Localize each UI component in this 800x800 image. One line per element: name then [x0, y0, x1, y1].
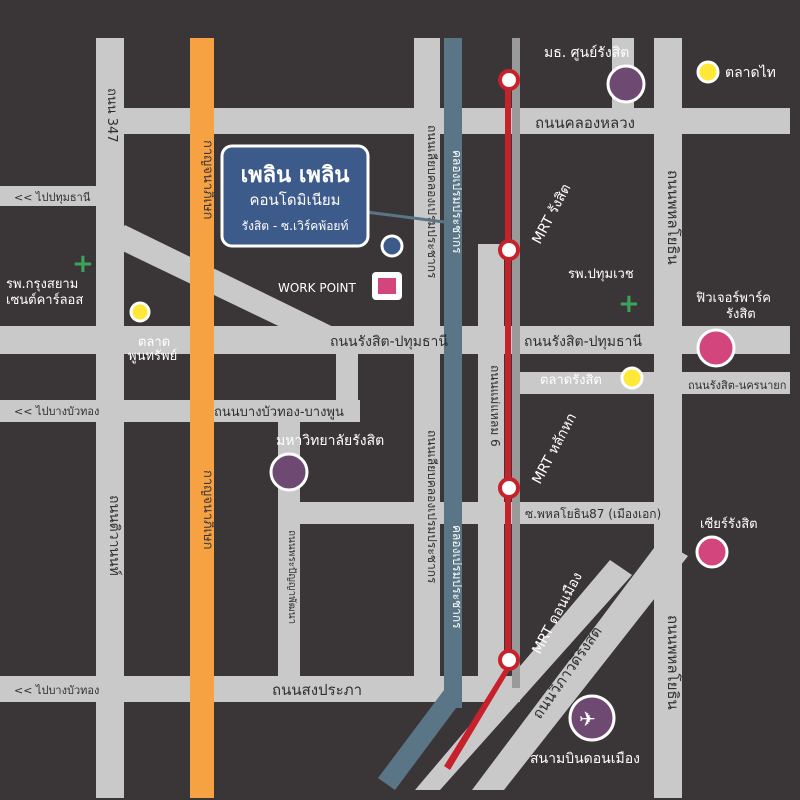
- label-khlong-luang: ถนนคลองหลวง: [535, 114, 635, 132]
- landmark-future-park-dot[interactable]: [696, 328, 736, 368]
- landmark-future-park-label-2: รังสิต: [726, 307, 756, 322]
- label-rangsit-nakhonnayok: ถนนรังสิต-นครนายก: [688, 379, 786, 392]
- landmark-rangsit-university-dot[interactable]: [269, 452, 309, 492]
- landmark-talat-rangsit-dot[interactable]: [620, 366, 644, 390]
- landmark-zeer-dot[interactable]: [695, 535, 729, 569]
- road-bangbuathong: [0, 400, 360, 422]
- station-rangsit-circle[interactable]: [498, 239, 520, 261]
- landmark-tu-rangsit-dot[interactable]: [606, 64, 646, 104]
- label-kanchanaphisek-bottom: กาญจนาภิเษก: [200, 470, 215, 550]
- condo-callout: เพลิน เพลิน คอนโดมิเนียม รังสิต - ซ.เวิร…: [220, 144, 445, 258]
- station-don-mueang-circle[interactable]: [498, 649, 520, 671]
- landmarks: มธ. ศูนย์รังสิต ตลาดไท + รพ.กรุงสยาม เซน…: [6, 44, 776, 767]
- label-pracha-phat: ถนนพระปัญญาพัฒนา: [286, 530, 297, 624]
- station-lak-hok-circle[interactable]: [498, 477, 520, 499]
- label-phahonyothin87: ซ.พหลโยธิน87 (เมืองเอก): [525, 507, 661, 521]
- label-rangsit-pathum-left: ถนนรังสิต-ปทุมธานี: [330, 334, 448, 350]
- landmark-airport-label: สนามบินดอนเมือง: [530, 751, 640, 767]
- road-connector-bbt: [336, 354, 358, 420]
- landmark-talat-rangsit-label: ตลาดรังสิต: [540, 373, 602, 388]
- airplane-icon: ✈: [579, 707, 596, 731]
- work-point-icon-inner: [378, 278, 396, 294]
- landmark-bangkok-hospital-label-2: เซนต์คาร์ลอส: [6, 292, 83, 308]
- landmark-zeer-label: เซียร์รังสิต: [700, 516, 758, 532]
- landmark-hospital-cross: +: [72, 249, 94, 279]
- label-canal-prem-top: คลองเปรมประชากร: [450, 150, 464, 254]
- road-phahonyothin: [654, 38, 682, 798]
- label-road-347: ถนน 347: [104, 88, 119, 143]
- road-pathum-connector: [0, 186, 108, 206]
- condo-box[interactable]: [220, 144, 370, 248]
- direction-labels: << ไปปทุมธานี << ไปบางบัวทอง << ไปบางบัว…: [14, 191, 99, 697]
- label-lak-hok-6: ถนนแม่แหลม 6: [488, 365, 502, 447]
- landmark-talat-thai-dot[interactable]: [696, 60, 720, 84]
- canal-prem-vertical: [444, 38, 462, 708]
- landmark-talat-phun-label-2: พูนทรัพย์: [128, 348, 177, 364]
- landmark-future-park-label-1: ฟิวเจอร์พาร์ค: [696, 290, 771, 306]
- condo-location-dot[interactable]: [380, 234, 404, 258]
- direction-bangbuathong-1: << ไปบางบัวทอง: [14, 405, 99, 418]
- landmark-work-point-label: WORK POINT: [278, 281, 357, 295]
- label-canal-prem-bottom: คลองเปรมประชากร: [450, 525, 464, 629]
- landmark-talat-phun-dot[interactable]: [129, 301, 151, 323]
- station-top-circle[interactable]: [498, 69, 520, 91]
- condo-pointer-line: [365, 210, 445, 224]
- highway-kanchanaphisek: [190, 38, 214, 798]
- label-kanchanaphisek-top: กาญจนาภิเษก: [200, 140, 215, 220]
- label-tiwanon: ถนนติวานนท์: [106, 495, 123, 576]
- rail-track-ties: [512, 38, 520, 688]
- label-liap-khlong-top: ถนนเลียบคลองเปรมประชากร: [425, 125, 439, 279]
- landmark-pathumwet-cross: +: [618, 289, 640, 319]
- canal-prem-diagonal: [378, 690, 462, 790]
- road-vibhavadi: [472, 540, 688, 790]
- road-liap-khlong: [414, 38, 440, 688]
- rail-red-diagonal: [444, 668, 511, 770]
- label-phahonyothin-bottom: ถนนพหลโยธิน: [664, 615, 682, 710]
- condo-location: รังสิต - ซ.เวิร์คพ้อยท์: [242, 219, 349, 233]
- landmark-pathumwet-label: รพ.ปทุมเวช: [568, 267, 634, 282]
- direction-pathum-thani: << ไปปทุมธานี: [14, 191, 91, 204]
- rail-red-line: [505, 70, 511, 670]
- road-347: [96, 38, 124, 798]
- roads: [0, 38, 790, 798]
- label-phahonyothin-top: ถนนพหลโยธิน: [664, 170, 682, 265]
- direction-bangbuathong-2: << ไปบางบัวทอง: [14, 684, 99, 697]
- landmark-rangsit-university-label: มหาวิทยาลัยรังสิต: [276, 433, 384, 449]
- label-rangsit-pathum-right: ถนนรังสิต-ปทุมธานี: [524, 334, 642, 350]
- landmark-airport-dot[interactable]: [568, 694, 616, 742]
- condo-subtitle: คอนโดมิเนียม: [249, 191, 340, 209]
- landmark-talat-thai-label: ตลาดไท: [725, 64, 776, 81]
- label-bangbuathong: ถนนบางบัวทอง-บางพูน: [214, 405, 344, 420]
- label-songprapha: ถนนสงประภา: [272, 681, 362, 699]
- road-lak-hok-6: [478, 244, 504, 684]
- canal: [378, 38, 462, 790]
- landmark-talat-phun-label-1: ตลาด: [138, 335, 170, 350]
- condo-title: เพลิน เพลิน: [241, 163, 350, 188]
- landmark-tu-rangsit-label: มธ. ศูนย์รังสิต: [544, 44, 629, 61]
- label-liap-khlong-bottom: ถนนเลียบคลองเปรมประชากร: [425, 430, 439, 584]
- rail-line: [444, 38, 520, 770]
- road-diagonal-work-point: [110, 225, 360, 358]
- landmark-bangkok-hospital-label-1: รพ.กรุงสยาม: [6, 277, 78, 292]
